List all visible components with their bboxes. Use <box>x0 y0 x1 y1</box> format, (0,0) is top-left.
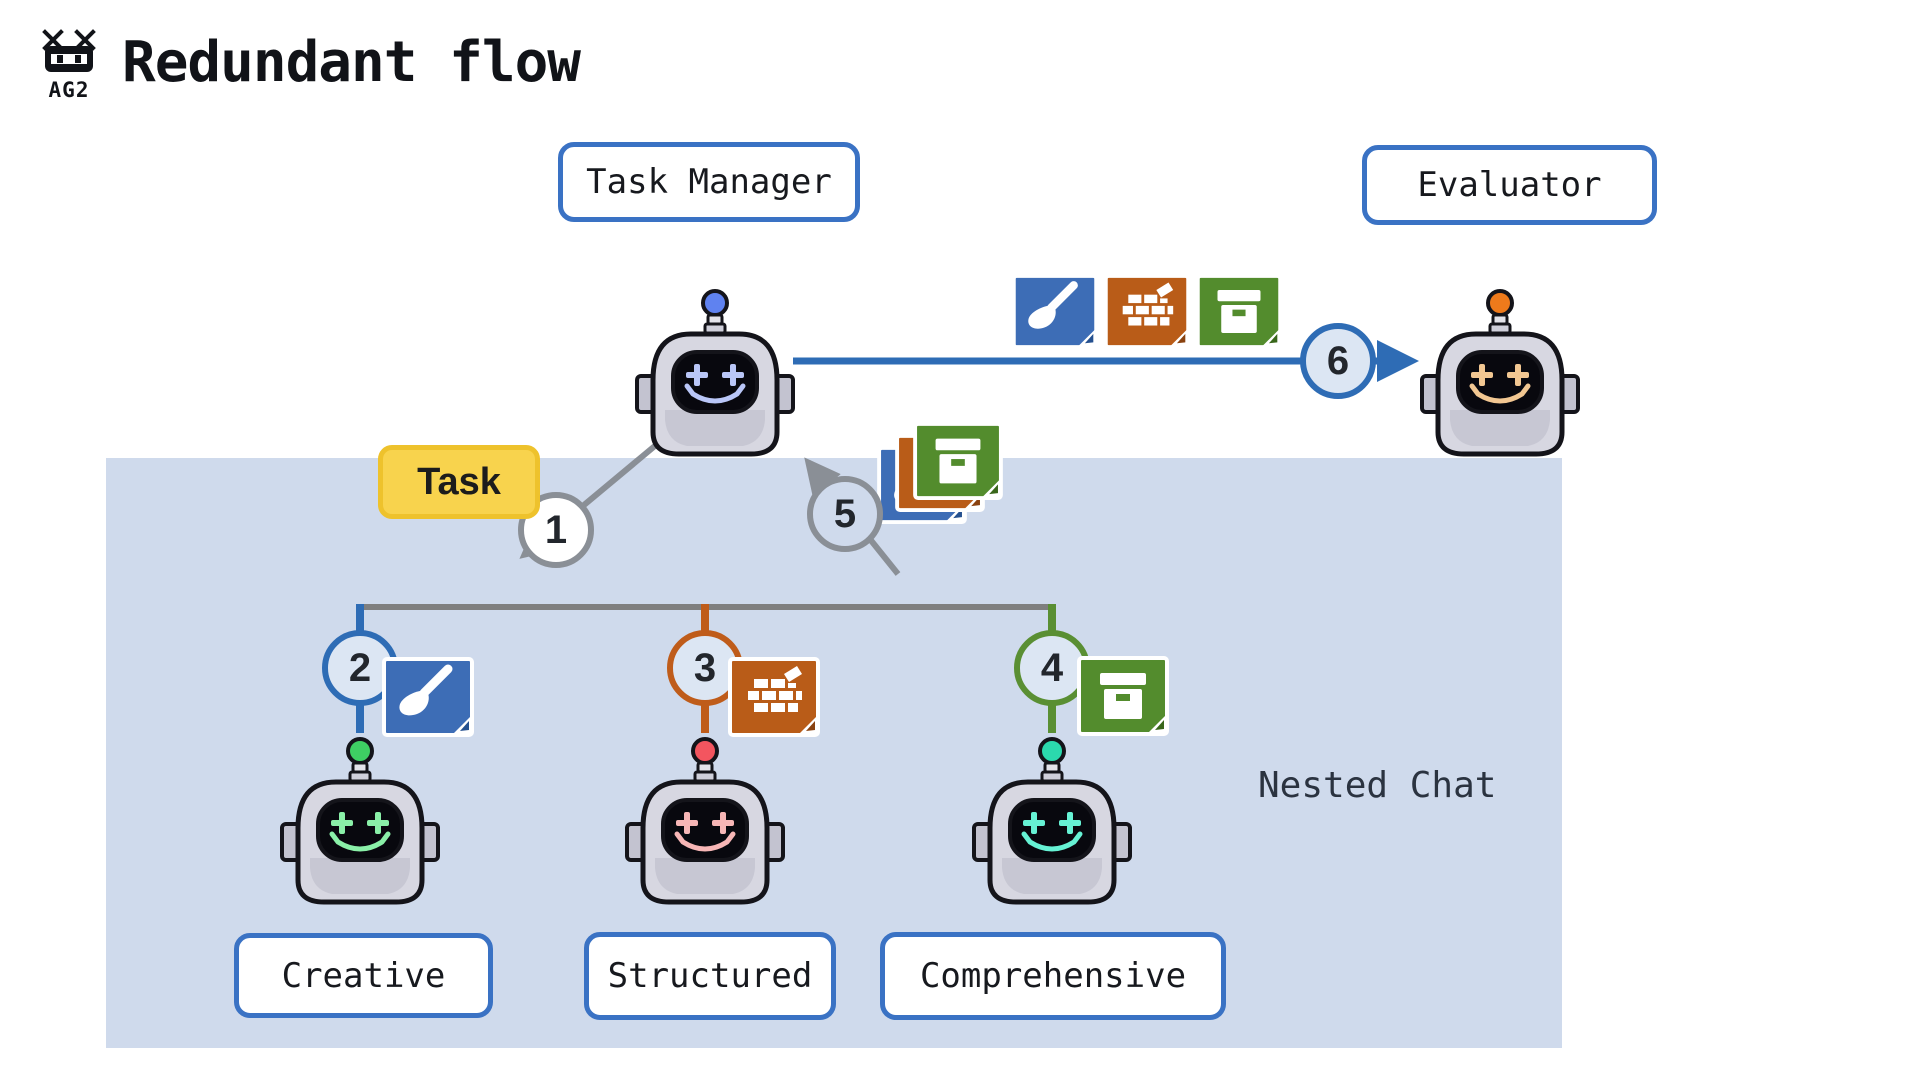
structured-robot <box>627 739 783 902</box>
step-number: 1 <box>544 507 568 552</box>
step-circle-5: 5 <box>807 476 883 552</box>
creative-robot <box>282 739 438 902</box>
evaluator-label: Evaluator <box>1362 145 1657 225</box>
creative-label: Creative <box>234 933 493 1018</box>
comprehensive-robot <box>974 739 1130 902</box>
step-number: 3 <box>693 645 717 690</box>
node-label-text: Evaluator <box>1417 165 1602 205</box>
node-label-text: Task Manager <box>586 162 832 202</box>
ag2-logo-text: AG2 <box>48 78 90 102</box>
step-number: 2 <box>348 645 372 690</box>
task-badge: Task <box>378 445 540 519</box>
node-label-text: Structured <box>607 956 813 996</box>
task-manager-label: Task Manager <box>558 142 860 222</box>
step-number: 4 <box>1040 645 1064 690</box>
step-number: 6 <box>1326 338 1350 383</box>
step-circle-6: 6 <box>1300 323 1376 399</box>
node-label-text: Creative <box>281 955 446 996</box>
evaluator-robot <box>1422 291 1578 454</box>
structured-label: Structured <box>584 932 836 1020</box>
comprehensive-archive-document-icon <box>1077 656 1169 736</box>
nested-chat-caption: Nested Chat <box>1258 765 1497 806</box>
creative-paintbrush-document-icon <box>382 657 474 737</box>
ag2-robot-icon <box>42 29 96 72</box>
task-manager-robot <box>637 291 793 454</box>
structured-bricks-document-icon <box>728 657 820 737</box>
archive-box-document-icon <box>1196 274 1282 349</box>
node-label-text: Comprehensive <box>919 956 1187 996</box>
page-title: Redundant flow <box>122 30 581 95</box>
bricks-document-icon <box>1104 274 1190 349</box>
stacked-archive-document-icon <box>913 422 1003 500</box>
step-number: 5 <box>833 491 857 536</box>
task-badge-text: Task <box>417 460 501 503</box>
paintbrush-document-icon <box>1014 276 1096 347</box>
ag2-logo: AG2 <box>36 28 102 102</box>
comprehensive-label: Comprehensive <box>880 932 1226 1020</box>
